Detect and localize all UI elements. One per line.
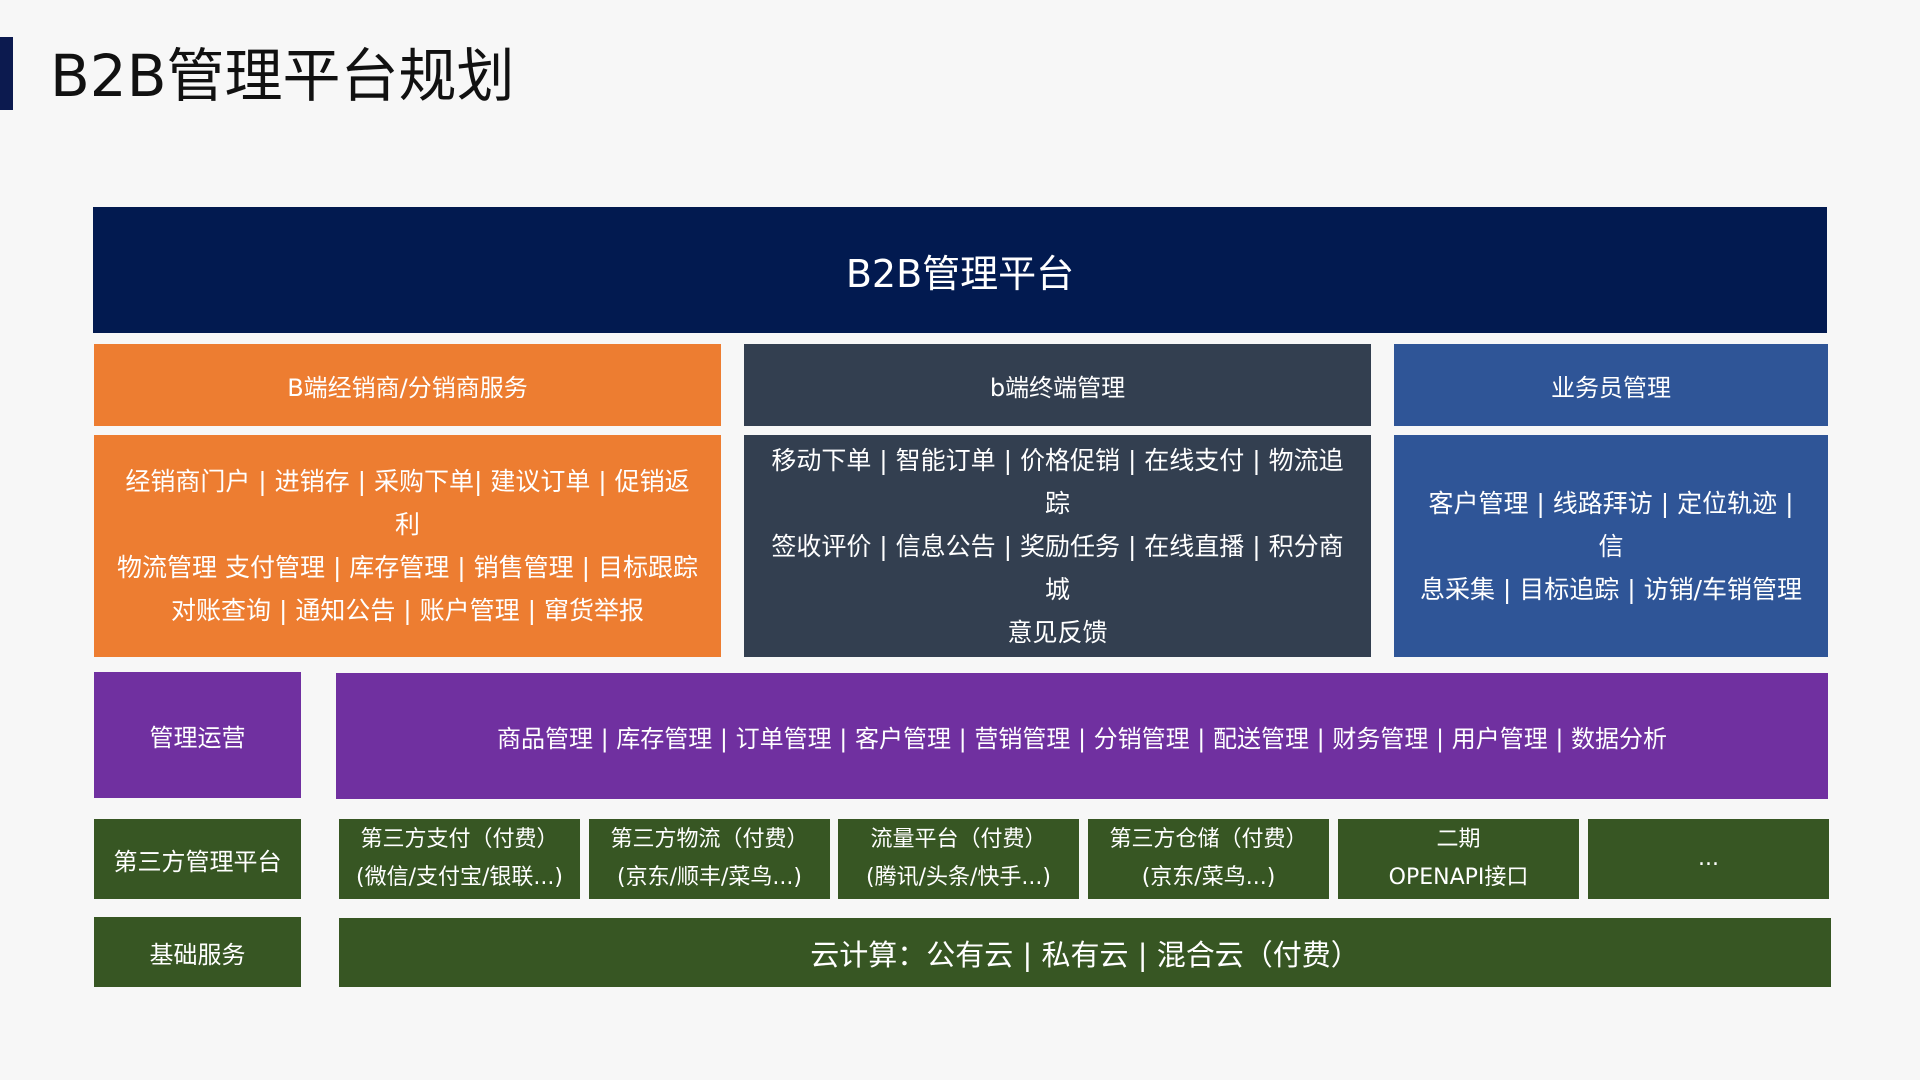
third-party-warehousing: 第三方仓储（付费） (京东/菜鸟...): [1088, 819, 1329, 899]
item-title: 第三方支付（付费）: [360, 827, 559, 852]
terminal-management-features: 移动下单 | 智能订单 | 价格促销 | 在线支付 | 物流追踪 签收评价 | …: [744, 435, 1371, 657]
page-title: B2B管理平台规划: [50, 42, 515, 110]
phase-two-openapi: 二期 OPENAPI接口: [1338, 819, 1579, 899]
item-title: 流量平台（付费）: [870, 827, 1047, 852]
item-subtitle: (微信/支付宝/银联...): [356, 865, 563, 890]
item-subtitle: (腾讯/头条/快手...): [866, 865, 1051, 890]
traffic-platform: 流量平台（付费） (腾讯/头条/快手...): [838, 819, 1079, 899]
feature-line: 意见反馈: [1007, 617, 1108, 647]
title-accent-bar: [0, 37, 13, 110]
salesperson-management-features: 客户管理 | 线路拜访 | 定位轨迹 | 信 息采集 | 目标追踪 | 访销/车…: [1394, 435, 1828, 657]
third-party-label: 第三方管理平台: [94, 819, 301, 899]
feature-line: 移动下单 | 智能订单 | 价格促销 | 在线支付 | 物流追踪: [771, 445, 1344, 518]
item-subtitle: OPENAPI接口: [1388, 865, 1529, 890]
more-items: ...: [1588, 819, 1829, 899]
item-subtitle: (京东/顺丰/菜鸟...): [617, 865, 802, 890]
cloud-services: 云计算：公有云 | 私有云 | 混合云（付费）: [339, 918, 1831, 987]
item-title: 第三方仓储（付费）: [1109, 827, 1308, 852]
item-title: 二期: [1436, 827, 1481, 852]
terminal-management-header: b端终端管理: [744, 344, 1371, 426]
base-services-label: 基础服务: [94, 917, 301, 987]
feature-line: 客户管理 | 线路拜访 | 定位轨迹 | 信: [1428, 488, 1794, 561]
item-title: 第三方物流（付费）: [610, 827, 809, 852]
feature-line: 经销商门户 | 进销存 | 采购下单| 建议订单 | 促销返利: [125, 467, 690, 539]
dealer-service-header: B端经销商/分销商服务: [94, 344, 721, 426]
operations-modules: 商品管理 | 库存管理 | 订单管理 | 客户管理 | 营销管理 | 分销管理 …: [336, 673, 1828, 799]
item-title: ...: [1698, 846, 1719, 871]
item-subtitle: (京东/菜鸟...): [1141, 865, 1276, 890]
third-party-payment: 第三方支付（付费） (微信/支付宝/银联...): [339, 819, 580, 899]
feature-line: 息采集 | 目标追踪 | 访销/车销管理: [1419, 574, 1803, 604]
salesperson-management-header: 业务员管理: [1394, 344, 1828, 426]
feature-line: 对账查询 | 通知公告 | 账户管理 | 窜货举报: [171, 596, 644, 625]
feature-line: 物流管理 支付管理 | 库存管理 | 销售管理 | 目标跟踪: [117, 553, 698, 582]
platform-banner: B2B管理平台: [93, 207, 1827, 333]
third-party-logistics: 第三方物流（付费） (京东/顺丰/菜鸟...): [589, 819, 830, 899]
operations-label: 管理运营: [94, 672, 301, 798]
dealer-service-features: 经销商门户 | 进销存 | 采购下单| 建议订单 | 促销返利 物流管理 支付管…: [94, 435, 721, 657]
feature-line: 签收评价 | 信息公告 | 奖励任务 | 在线直播 | 积分商城: [771, 531, 1344, 604]
